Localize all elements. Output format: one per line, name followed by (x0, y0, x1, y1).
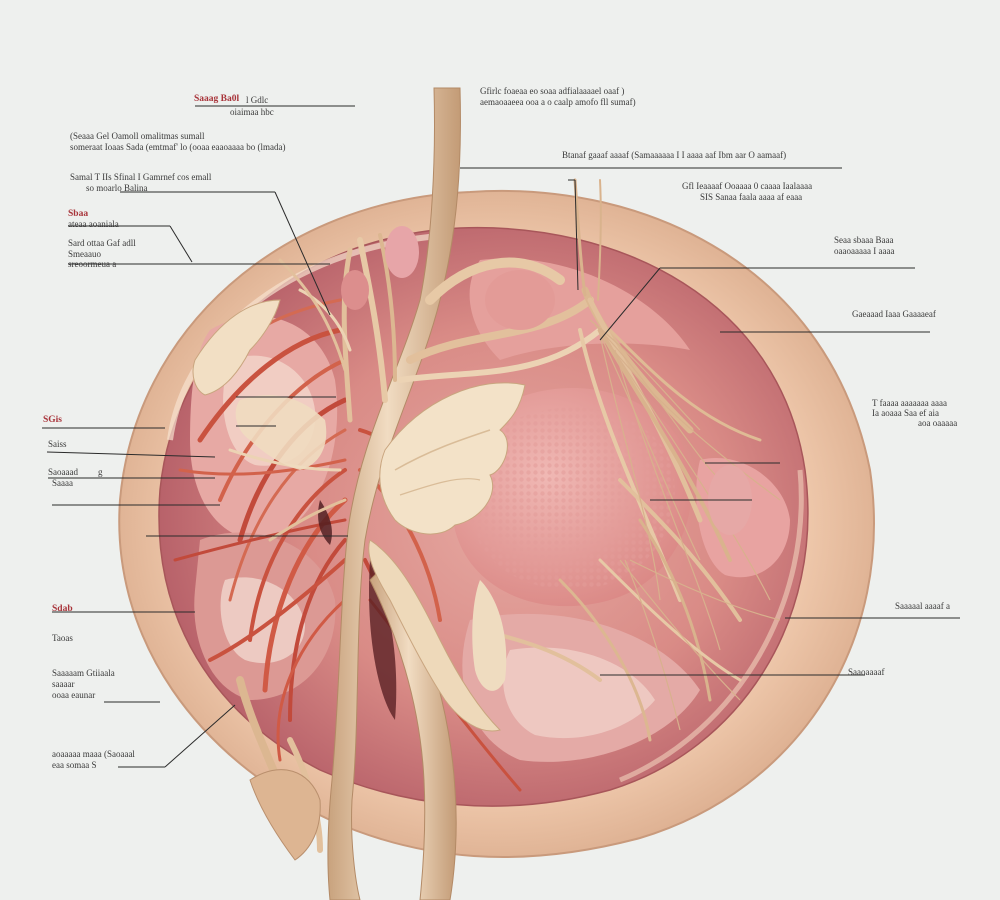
label-l6-title: SGis (43, 415, 63, 425)
label-l5-c: sreoormeua a (68, 259, 117, 269)
label-l8-c: g (98, 467, 103, 477)
label-l11-a: Saaaaam Gtiiaala (52, 668, 115, 678)
label-r3-b: oaaoaaaaa I aaaa (834, 246, 895, 256)
label-l3-b: so moarlo Balina (86, 183, 148, 193)
label-l11-b: saaaar (52, 679, 75, 689)
label-l1-sub: oiaimaa hbc (230, 107, 274, 117)
label-r2-a: Gfl Ieaaaaf Ooaaaa 0 caaaa Iaalaaaa (682, 181, 813, 191)
label-t1-b: aemaoaaeea ooa a o caalp amofo fll sumaf… (480, 97, 636, 107)
label-l8-b: Saaaa (52, 478, 73, 488)
label-r5-c: aoa oaaaaa (918, 418, 958, 428)
label-l8-a: Saoaaad (48, 467, 78, 477)
label-r7: Saaoaaaaf (848, 667, 885, 677)
fibril-fan (589, 319, 781, 731)
label-r4: Gaeaaad Iaaa Gaaaaeaf (852, 309, 936, 319)
label-l9-title: Sdab (52, 604, 73, 614)
label-r2-b: SIS Sanaa faala aaaa af eaaa (700, 192, 803, 202)
label-r5-a: T faaaa aaaaaaa aaaa (872, 398, 948, 408)
label-l12-a: aoaaaaa maaa (Saoaaal (52, 749, 135, 759)
center-leaflet (379, 382, 526, 535)
label-r3-a: Seaa sbaaa Baaa (834, 235, 894, 245)
label-r1: Btanaf gaaaf aaaaf (Samaaaaaa I I aaaa a… (562, 150, 787, 160)
label-l4-title: Sbaa (68, 209, 89, 219)
label-l3-a: Samal T IIs Sfinal I Gamrnef cos emall (70, 172, 212, 182)
label-l1-suffix: l Gdlc (246, 95, 269, 105)
label-r5-b: Ia aoaaa Saa ef aia (872, 408, 939, 418)
label-l2-b: someraat Ioaas Sada (emtmaf' lo (ooaa ea… (70, 142, 286, 152)
label-l10: Taoas (52, 633, 73, 643)
label-l4-sub: ateaa aoaniala (68, 219, 119, 229)
label-l5-b: Smeaauo (68, 249, 101, 259)
label-l11-c: ooaa eaunar (52, 690, 96, 700)
label-l12-b: eaa somaa S (52, 760, 97, 770)
label-l7: Saiss (48, 439, 67, 449)
label-r6: Saaaaal aaaaf a (895, 601, 950, 611)
label-t1-a: Gfirlc foaeaa eo soaa adfialaaaael oaaf … (480, 86, 625, 96)
leader-lines (42, 105, 960, 768)
label-l5-a: Sard ottaa Gaf adll (68, 238, 136, 248)
label-l1-title: Saaag Ba0l (194, 94, 240, 104)
label-l2-a: (Seaaa Gel Oamoll omalitmas sumall (70, 131, 205, 141)
